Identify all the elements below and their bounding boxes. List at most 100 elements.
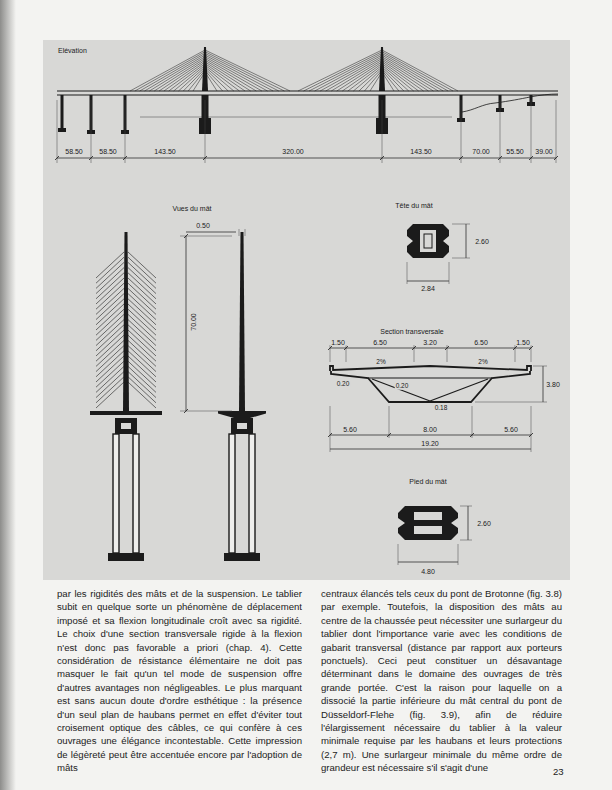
dimension-label: 2% xyxy=(477,359,488,366)
dimension-label: 0.20 xyxy=(395,383,410,390)
deck-line xyxy=(57,94,558,95)
stay-cable xyxy=(128,320,156,346)
stay-cable xyxy=(382,58,433,91)
dimension-label: 2.60 xyxy=(476,520,492,527)
stay-cable xyxy=(96,314,124,340)
extension-line xyxy=(407,262,408,284)
dimension-tick xyxy=(89,156,93,160)
stay-cable xyxy=(128,382,156,408)
stay-cable xyxy=(128,273,156,299)
pier-footing xyxy=(58,128,66,132)
extension-line xyxy=(449,262,450,284)
stay-cable xyxy=(128,340,156,366)
stay-cable xyxy=(320,57,382,91)
stay-cable xyxy=(96,273,124,299)
pier-base xyxy=(108,553,144,561)
dimension-tick xyxy=(529,433,533,437)
stay-cable xyxy=(128,288,156,314)
stay-cable xyxy=(382,57,438,91)
deck-section xyxy=(218,411,266,418)
stay-cable xyxy=(145,55,205,91)
extension-line xyxy=(531,406,532,438)
extension-line xyxy=(533,366,547,367)
extension-line xyxy=(460,506,472,507)
stay-cable xyxy=(128,257,156,283)
stay-cable xyxy=(96,309,124,335)
stay-cable xyxy=(96,372,124,398)
stay-cable xyxy=(128,335,156,361)
box-strut xyxy=(372,379,430,401)
dimension-tick xyxy=(344,346,348,350)
stay-cable xyxy=(353,67,382,91)
pier-leg xyxy=(133,434,139,553)
stay-cable xyxy=(96,325,124,351)
dimension-line xyxy=(543,366,544,402)
pier-base xyxy=(224,553,260,561)
stay-cable xyxy=(128,278,156,304)
extension-line xyxy=(57,100,58,163)
dimension-tick xyxy=(184,234,188,238)
stay-cable xyxy=(128,304,156,330)
dimension-tick xyxy=(412,346,416,350)
box-strut xyxy=(430,379,488,401)
dimension-tick xyxy=(184,409,188,413)
extension-line xyxy=(330,438,331,452)
stay-cable xyxy=(154,58,205,91)
dimension-tick xyxy=(554,156,558,160)
stay-cable xyxy=(128,330,156,356)
mast-foot-section xyxy=(398,506,458,540)
pier-leg xyxy=(113,434,119,553)
stay-cable xyxy=(128,252,156,278)
dimension-label: 58.50 xyxy=(64,148,84,155)
dimension-label: 3.20 xyxy=(422,339,438,346)
stay-cable xyxy=(315,55,382,91)
stay-cable xyxy=(96,252,124,278)
dimension-label: 8.00 xyxy=(422,426,438,433)
stay-cable xyxy=(128,314,156,340)
dimension-label: 2.84 xyxy=(420,285,436,292)
dimension-label: 6.50 xyxy=(473,339,489,346)
extension-line xyxy=(180,411,232,412)
dimension-label: 143.50 xyxy=(409,148,432,155)
stay-cable xyxy=(205,53,279,91)
dimension-label: 58.50 xyxy=(98,148,118,155)
dimension-line xyxy=(186,236,187,411)
binding-shadow xyxy=(0,0,16,790)
stay-cable xyxy=(298,50,382,91)
stay-cable xyxy=(96,288,124,314)
dimension-line xyxy=(407,281,449,282)
mast xyxy=(123,232,129,411)
stay-cable xyxy=(128,325,156,351)
stay-cable xyxy=(370,72,382,91)
dimension-label: 6.50 xyxy=(372,339,388,346)
extension-line xyxy=(472,406,473,438)
stay-cable xyxy=(205,57,268,91)
stay-cable xyxy=(205,65,239,91)
deck-soffit xyxy=(331,371,530,402)
dimension-label: 70.00 xyxy=(471,148,491,155)
stay-cable xyxy=(128,372,156,398)
stay-cable xyxy=(304,52,382,91)
dimension-label: 70.00 xyxy=(190,312,197,332)
stay-cable xyxy=(128,309,156,335)
view-title: Section transversale xyxy=(379,328,444,335)
dimension-label: 2% xyxy=(375,359,386,366)
stay-cable xyxy=(96,366,124,392)
extension-line xyxy=(245,229,246,236)
dimension-line xyxy=(330,348,531,349)
mast-base xyxy=(231,418,253,434)
extension-line xyxy=(398,544,399,565)
pier-leg xyxy=(249,434,255,553)
dimension-tick xyxy=(498,156,502,160)
dimension-label: 55.50 xyxy=(505,148,525,155)
view-title: Vues du mât xyxy=(171,205,212,212)
stay-cable xyxy=(140,53,205,91)
mast xyxy=(239,232,245,411)
extension-line xyxy=(180,236,232,237)
stay-cable xyxy=(96,351,124,377)
view-title: Tête du mât xyxy=(394,202,433,209)
terrain-line xyxy=(462,94,558,112)
dimension-label: 143.50 xyxy=(153,148,176,155)
dimension-label: 0.18 xyxy=(434,405,449,412)
